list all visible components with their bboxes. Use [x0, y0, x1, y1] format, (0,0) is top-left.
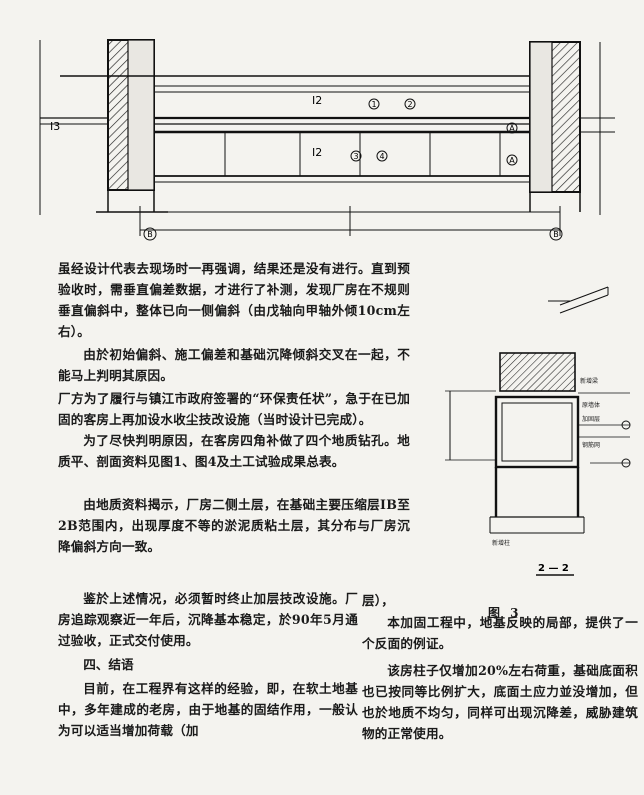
section-figure: 新增梁 原墙体 加固层 钢筋网 新增柱 2 — 2 — [445, 286, 631, 576]
left-paragraph-3: 厂方为了履行与镇江市政府签署的“环保责任状”，急于在已加固的客房上再加设水收尘技… — [58, 391, 410, 427]
note-5: 新增柱 — [492, 539, 510, 547]
beam-elevation-figure: I3 I2 I2 1 2 3 4 B B A A — [39, 39, 615, 241]
right-brick-column — [529, 41, 581, 212]
section-circles — [621, 420, 631, 468]
note-4: 钢筋网 — [582, 441, 600, 449]
callout-1: 1 — [371, 100, 376, 109]
left-paragraph-4: 为了尽快判明原因，在客房四角补做了四个地质钻孔。地质平、剖面资料见图1、图4及土… — [58, 433, 410, 469]
right-paragraph-2: 本加固工程中，地基反映的局部，提供了一个反面的例证。 — [362, 615, 638, 651]
callout-3: 3 — [353, 152, 358, 161]
section-heading: 四、结语 — [83, 657, 134, 672]
note-3: 加固层 — [582, 415, 600, 423]
left-paragraph-5: 由地质资料揭示，厂房二侧土层，在基础主要压缩层ⅠB至2B范围内，出现厚度不等的淤… — [58, 497, 410, 554]
callout-4: 4 — [379, 152, 384, 161]
section-notes: 新增梁 原墙体 加固层 钢筋网 新增柱 — [492, 377, 600, 547]
left-brick-column — [96, 39, 168, 213]
column-section — [445, 390, 630, 576]
dimension-line — [139, 206, 561, 236]
note-2: 原墙体 — [582, 401, 600, 409]
callout-circles: 1 2 3 4 B B A A — [143, 98, 563, 241]
mid-label-upper: I2 — [312, 94, 322, 107]
left-paragraph-2: 由於初始偏斜、施工偏差和基础沉降倾斜交叉在一起，不能马上判明其原因。 — [58, 347, 410, 383]
section-label: 2 — 2 — [538, 563, 569, 574]
beam-lines — [39, 40, 615, 215]
note-1: 新增梁 — [580, 377, 598, 385]
bar-detail — [548, 286, 609, 314]
left-paragraph-1: 虽经设计代表去现场时一再强调，结果还是没有进行。直到预验收时，需垂直偏差数据，才… — [58, 261, 410, 339]
left-paragraph-6: 鉴於上述情况，必须暂时终止加层技改设施。厂房追踪观察近一年后，沉降基本稳定，於9… — [58, 591, 358, 648]
axis-a-left: A — [509, 124, 515, 133]
axis-b-right: B — [553, 230, 559, 239]
axis-mark-left: I3 — [50, 120, 60, 133]
callout-2: 2 — [407, 100, 412, 109]
axis-a-right: A — [509, 156, 515, 165]
left-paragraph-7: 目前，在工程界有这样的经验，即，在软土地基中，多年建成的老房，由于地基的固结作用… — [58, 681, 358, 738]
right-paragraph-3: 该房柱子仅增加20%左右荷重，基础底面积也已按同等比例扩大，底面土应力並没增加，… — [362, 663, 638, 741]
figure-caption: 图 3 — [488, 606, 522, 620]
mid-label-lower: I2 — [312, 146, 322, 159]
right-paragraph-1: 层）， — [362, 593, 395, 608]
axis-b-left: B — [147, 230, 153, 239]
